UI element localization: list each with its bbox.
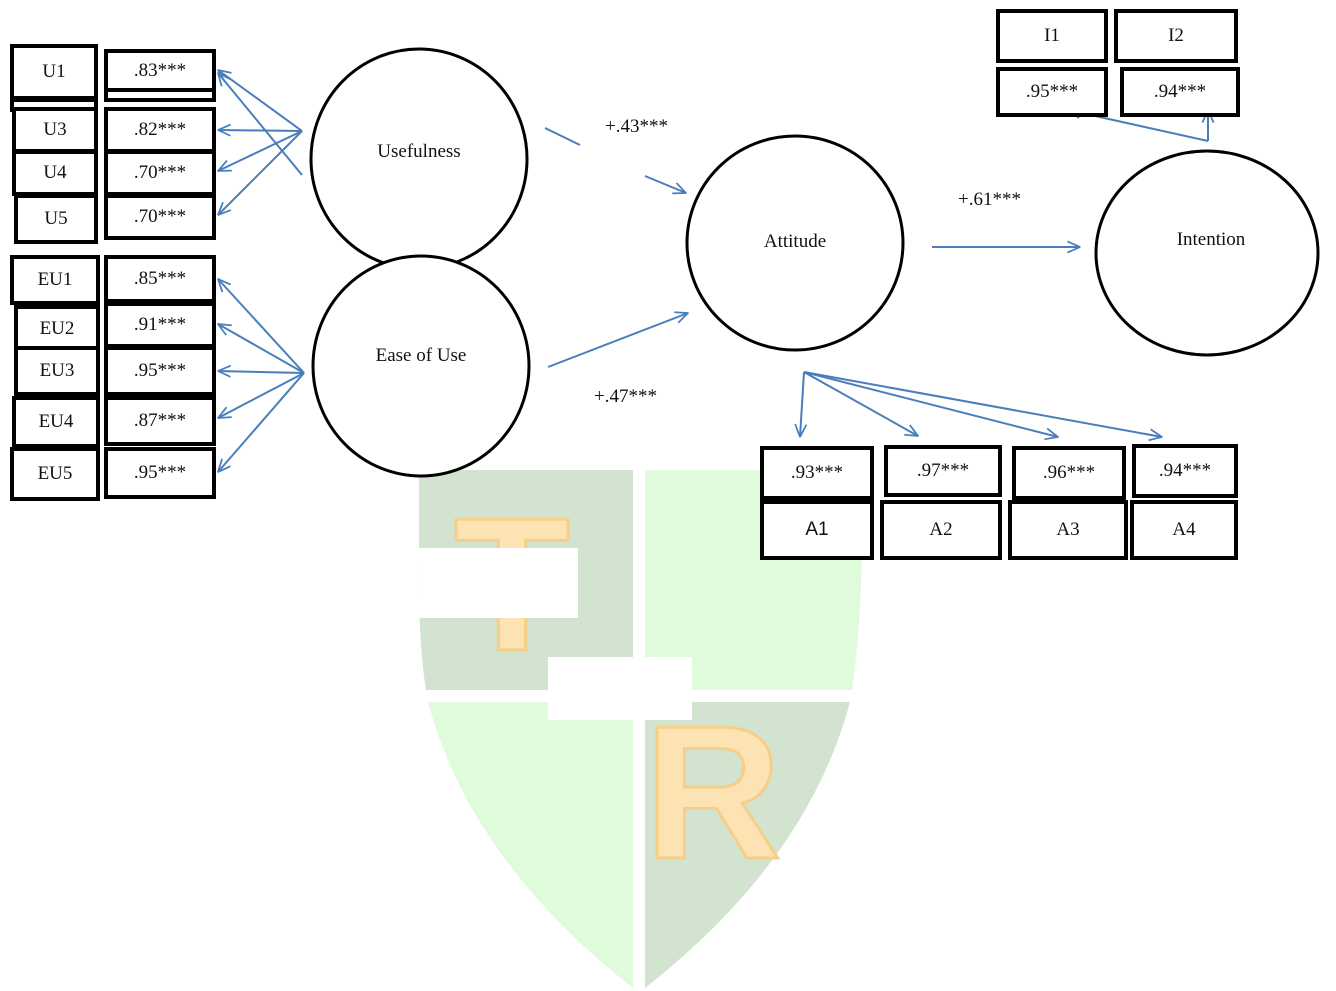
- path-usefulness-attitude-seg1: [544, 127, 581, 146]
- arrow-ease-eu2: [218, 324, 305, 374]
- indicator-box-eu2: EU2: [14, 305, 100, 353]
- indicator-box-eu4: EU4: [12, 396, 100, 448]
- path-ease-attitude: [547, 313, 688, 368]
- arrow-ease-eu4: [218, 372, 305, 418]
- watermark-mask-center: [548, 657, 692, 720]
- arrow-attitude-a1: [800, 371, 804, 437]
- latent-intention-circle: [1094, 149, 1320, 357]
- path-usefulness-attitude-seg2: [644, 175, 686, 193]
- indicator-box-eu5: EU5: [10, 447, 100, 501]
- arrow-usefulness-u5: [218, 130, 303, 215]
- loading-box-u4: .70***: [104, 150, 216, 196]
- arrow-ease-eu5: [218, 372, 305, 472]
- loading-box-u3: .82***: [104, 107, 216, 153]
- loading-box-i2: .94***: [1120, 67, 1240, 117]
- arrow-ease-eu3: [218, 371, 305, 373]
- arrow-usefulness-extra: [218, 73, 303, 176]
- indicator-box-i2: I2: [1114, 9, 1238, 63]
- watermark-letter-r: R: [644, 687, 781, 899]
- indicator-box-a3: A3: [1008, 500, 1128, 560]
- loading-box-u5: .70***: [104, 194, 216, 240]
- indicator-box-u1: U1: [10, 44, 98, 100]
- loading-box-eu3: .95***: [104, 346, 216, 396]
- arrow-attitude-a4: [803, 371, 1162, 437]
- loading-box-eu1: .85***: [104, 255, 216, 303]
- loading-box-eu5: .95***: [104, 447, 216, 499]
- latent-attitude-circle: [685, 134, 905, 352]
- indicator-box-u4: U4: [12, 150, 98, 196]
- loading-box-a3: .96***: [1012, 446, 1126, 500]
- path-coef-usefulness-attitude: +.43***: [605, 116, 668, 137]
- loading-box-spacer: [104, 88, 216, 102]
- indicator-box-a2: A2: [880, 500, 1002, 560]
- loading-box-a2: .97***: [884, 445, 1002, 497]
- ease-of-use-label: Ease of Use: [375, 345, 467, 366]
- loading-box-i1: .95***: [996, 67, 1108, 117]
- usefulness-label: Usefulness: [377, 141, 461, 162]
- indicator-box-eu1: EU1: [10, 255, 100, 305]
- attitude-label: Attitude: [763, 231, 827, 252]
- loading-box-eu2: .91***: [104, 302, 216, 348]
- loading-box-u1: .83***: [104, 49, 216, 93]
- path-coef-attitude-intention: +.61***: [958, 189, 1021, 210]
- arrow-attitude-a2: [803, 371, 918, 436]
- indicator-box-u3: U3: [12, 107, 98, 153]
- arrow-ease-eu1: [218, 279, 305, 374]
- intention-label: Intention: [1176, 229, 1246, 250]
- loading-box-a1: .93***: [760, 446, 874, 500]
- arrow-usefulness-u4: [218, 130, 303, 171]
- indicator-box-i1: I1: [996, 9, 1108, 63]
- indicator-box-eu3: EU3: [14, 346, 100, 396]
- arrow-usefulness-u3: [218, 130, 303, 131]
- loading-box-eu4: .87***: [104, 396, 216, 446]
- indicator-box-u5: U5: [14, 194, 98, 244]
- watermark-mask-left: [419, 548, 578, 618]
- arrow-usefulness-u1: [218, 70, 303, 132]
- arrow-attitude-a3: [803, 371, 1058, 437]
- loading-box-a4: .94***: [1132, 444, 1238, 498]
- path-coef-ease-attitude: +.47***: [594, 386, 657, 407]
- indicator-box-a4: A4: [1130, 500, 1238, 560]
- indicator-box-a1: A1: [760, 500, 874, 560]
- shield-quadrant-bottom-right: [645, 702, 850, 988]
- latent-ease-of-use-circle: [311, 254, 531, 478]
- shield-quadrant-bottom-left: [428, 702, 633, 988]
